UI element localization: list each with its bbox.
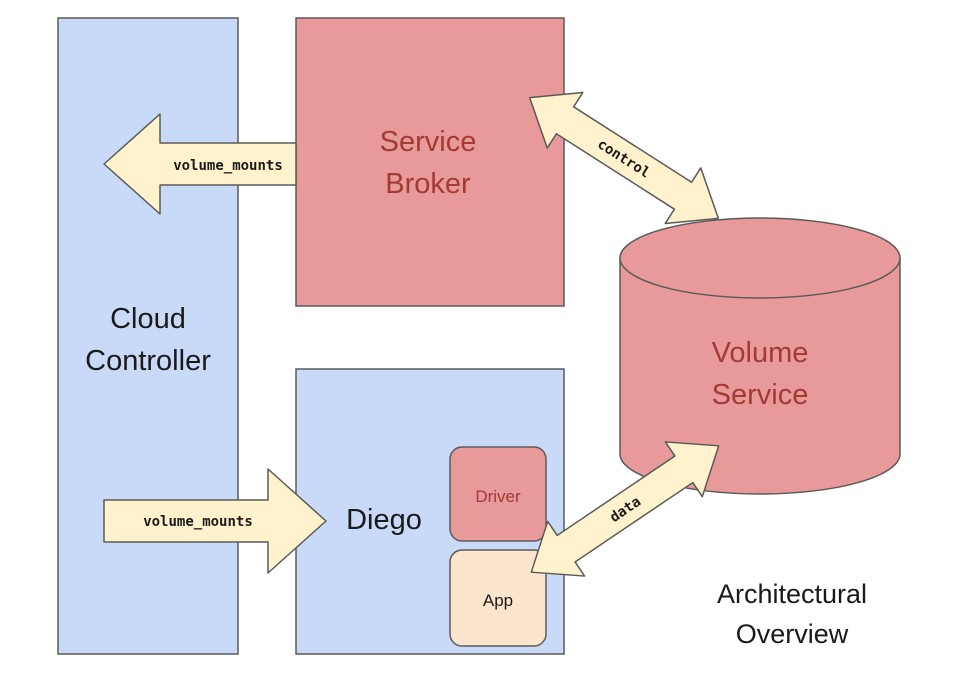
cloud-controller-box <box>57 17 239 655</box>
volume-mounts-arrow-right <box>103 468 327 574</box>
volume-service-cylinder <box>619 217 901 495</box>
control-double-arrow <box>528 91 720 225</box>
app-box <box>449 549 547 647</box>
service-broker-label-line1: Service <box>380 126 477 158</box>
volume-mounts-arrow-left <box>103 113 297 215</box>
caption-line2: Overview <box>736 619 849 649</box>
service-broker-label-line2: Broker <box>385 168 471 200</box>
volume-service-label-line1: Volume <box>712 337 809 369</box>
volume-mounts-bottom-label: volume_mounts <box>143 514 253 530</box>
caption-line1: Architectural <box>717 579 867 609</box>
volume-mounts-top-label: volume_mounts <box>173 158 283 174</box>
cloud-controller-label-line2: Controller <box>85 345 211 377</box>
diego-label: Diego <box>346 504 422 536</box>
driver-label: Driver <box>475 487 521 506</box>
driver-box <box>449 446 547 542</box>
service-broker-box <box>295 17 565 307</box>
volume-service-label-line2: Service <box>712 379 809 411</box>
data-double-arrow <box>530 441 720 577</box>
app-label: App <box>483 591 513 610</box>
cloud-controller-label-line1: Cloud <box>110 303 186 335</box>
